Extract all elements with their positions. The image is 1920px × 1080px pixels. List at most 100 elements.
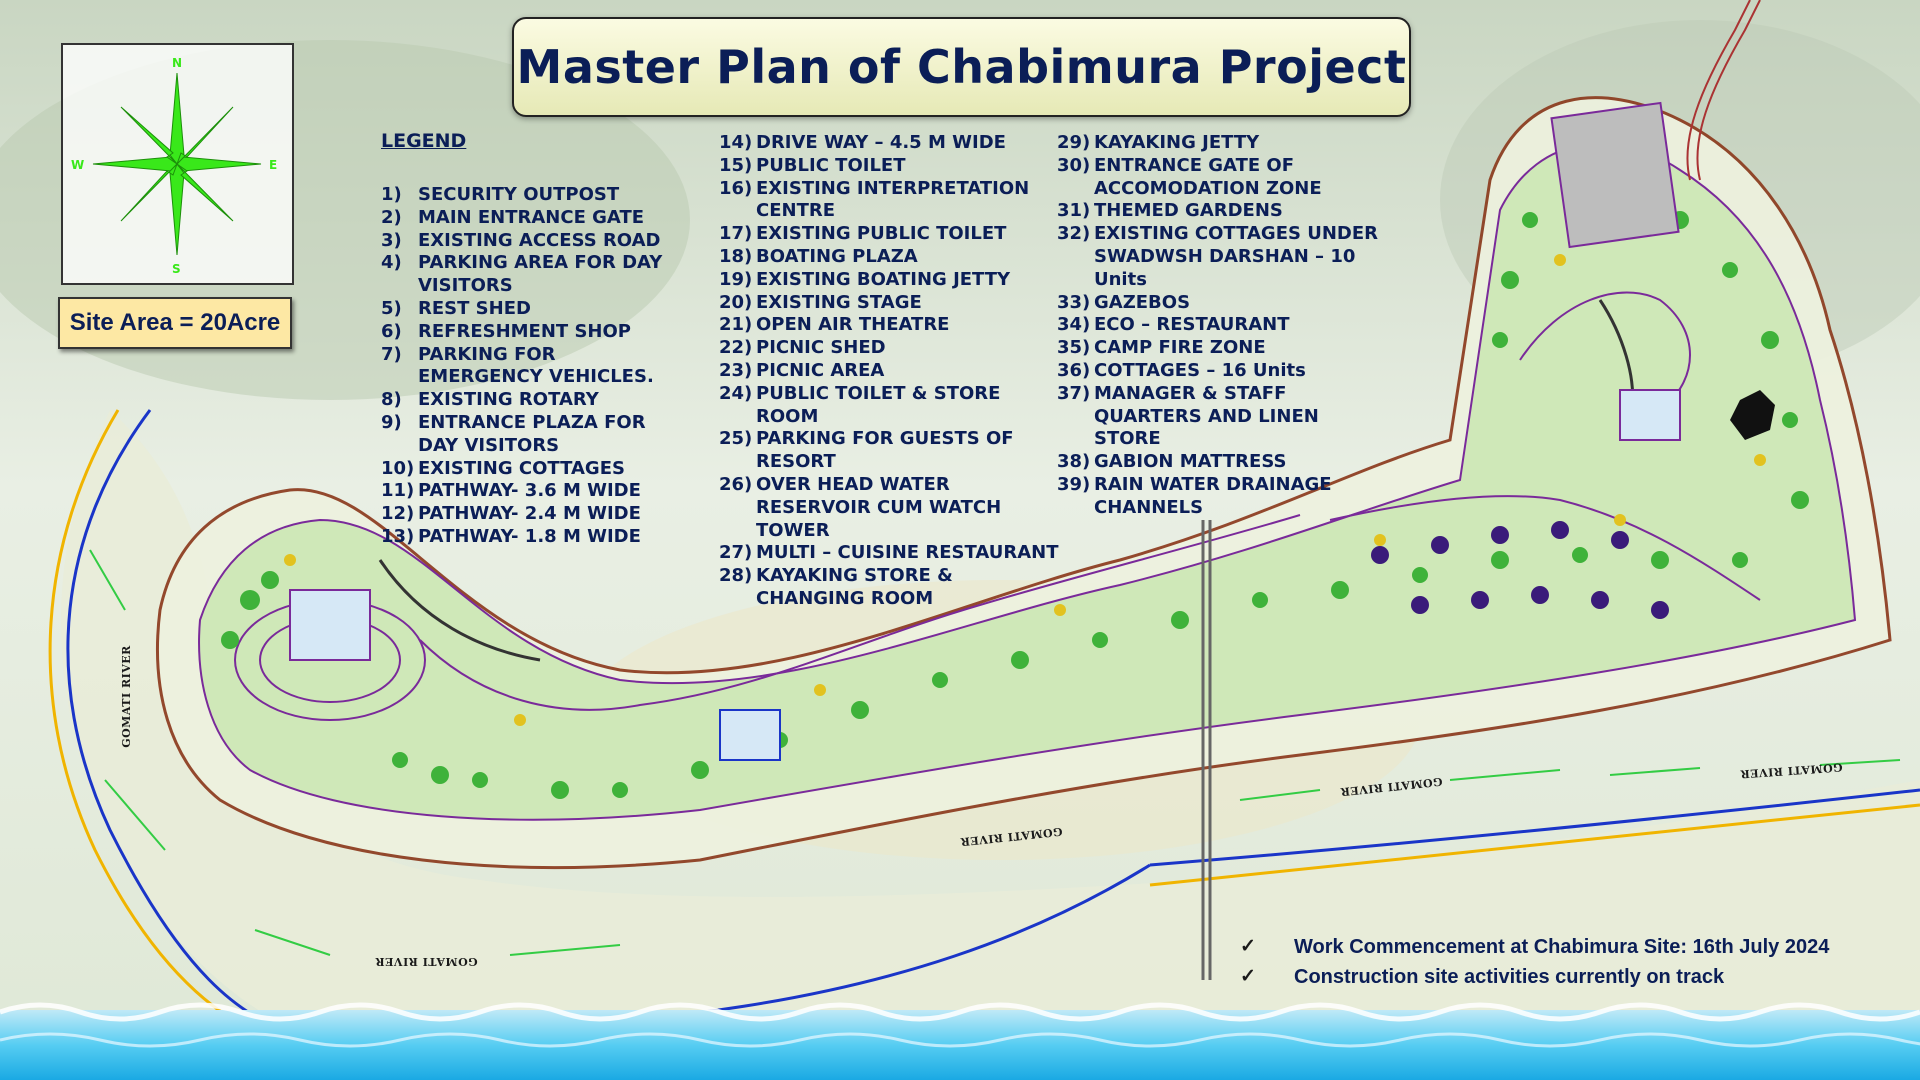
legend-item: 7)PARKING FOR EMERGENCY VEHICLES. xyxy=(381,344,681,390)
legend-item-label: MANAGER & STAFF QUARTERS AND LINEN STORE xyxy=(1094,382,1319,450)
legend-item: 36)COTTAGES – 16 Units xyxy=(1057,360,1387,383)
checkmark-icon: ✓ xyxy=(1240,966,1256,987)
legend-item: 12)PATHWAY- 2.4 M WIDE xyxy=(381,503,681,526)
legend-item-number: 3) xyxy=(381,229,402,251)
note-item: ✓ Work Commencement at Chabimura Site: 16… xyxy=(1240,932,1829,962)
access-road xyxy=(1686,0,1751,181)
legend-item-number: 39) xyxy=(1057,473,1091,495)
legend-item-label: PATHWAY- 1.8 M WIDE xyxy=(418,525,641,547)
wave-crest xyxy=(0,1002,1920,1022)
legend-item-number: 21) xyxy=(719,314,753,336)
legend-item-number: 33) xyxy=(1057,291,1091,313)
river-left-bank-line xyxy=(66,409,301,1037)
legend-item: 17)EXISTING PUBLIC TOILET xyxy=(719,223,1059,246)
legend-item-number: 1) xyxy=(381,184,402,205)
river-label: GOMATI RIVER xyxy=(119,645,133,748)
legend-item: 29)KAYAKING JETTY xyxy=(1057,132,1387,155)
legend-item: 24)PUBLIC TOILET & STORE ROOM xyxy=(719,383,1059,429)
legend-item: 32)EXISTING COTTAGES UNDER SWADWSH DARSH… xyxy=(1057,223,1387,291)
legend-item-number: 6) xyxy=(381,320,402,342)
river-south-bank-line xyxy=(1149,788,1920,867)
legend-item: 30)ENTRANCE GATE OF ACCOMODATION ZONE xyxy=(1057,155,1387,201)
legend-item: 18)BOATING PLAZA xyxy=(719,246,1059,269)
note-item: ✓Construction site activities currently … xyxy=(1240,962,1829,992)
legend-item-label: EXISTING INTERPRETATION CENTRE xyxy=(756,177,1030,222)
legend-item-label: GAZEBOS xyxy=(1094,291,1191,313)
legend-item: 3)EXISTING ACCESS ROAD xyxy=(381,230,681,253)
legend-item-number: 34) xyxy=(1057,314,1091,336)
legend-item: 39)RAIN WATER DRAINAGE CHANNELS xyxy=(1057,474,1387,520)
legend-item: 22)PICNIC SHED xyxy=(719,337,1059,360)
legend-item: 16)EXISTING INTERPRETATION CENTRE xyxy=(719,178,1059,224)
legend-item-label: EXISTING PUBLIC TOILET xyxy=(756,223,1007,245)
legend-item-label: ENTRANCE GATE OF ACCOMODATION ZONE xyxy=(1094,154,1322,199)
legend-item: 23)PICNIC AREA xyxy=(719,360,1059,383)
legend-item: 15)PUBLIC TOILET xyxy=(719,155,1059,178)
legend-item: 38)GABION MATTRESS xyxy=(1057,451,1387,474)
legend-item-number: 19) xyxy=(719,268,753,290)
svg-text:N: N xyxy=(172,56,182,70)
eco-restaurant-block xyxy=(1730,390,1775,440)
legend-item-number: 8) xyxy=(381,389,402,411)
legend-item-label: ECO – RESTAURANT xyxy=(1094,314,1290,336)
legend-item-label: EXISTING COTTAGES xyxy=(418,457,625,479)
legend-item: 6)REFRESHMENT SHOP xyxy=(381,321,681,344)
legend-item: 26)OVER HEAD WATER RESERVOIR CUM WATCH T… xyxy=(719,474,1059,542)
legend-item: 34)ECO – RESTAURANT xyxy=(1057,314,1387,337)
legend-item-number: 32) xyxy=(1057,223,1091,245)
legend-item-number: 27) xyxy=(719,542,753,564)
legend-item-number: 25) xyxy=(719,428,753,450)
legend-item: 8)EXISTING ROTARY xyxy=(381,389,681,412)
legend-item-number: 31) xyxy=(1057,200,1091,222)
legend-item-label: PATHWAY- 2.4 M WIDE xyxy=(418,503,641,525)
note-text: Work Commencement at Chabimura Site: 16t… xyxy=(1294,936,1830,958)
legend-item-label: DRIVE WAY – 4.5 M WIDE xyxy=(756,132,1006,153)
legend-item-number: 5) xyxy=(381,297,402,319)
legend-item: 19)EXISTING BOATING JETTY xyxy=(719,269,1059,292)
legend-item-number: 38) xyxy=(1057,451,1091,473)
legend-item-number: 29) xyxy=(1057,132,1091,153)
legend-item: 20)EXISTING STAGE xyxy=(719,292,1059,315)
legend-item-label: BOATING PLAZA xyxy=(756,245,918,267)
legend-item: 33)GAZEBOS xyxy=(1057,292,1387,315)
legend-item-number: 14) xyxy=(719,132,753,153)
legend-item-label: ENTRANCE PLAZA FOR DAY VISITORS xyxy=(418,411,646,456)
legend-item: 21)OPEN AIR THEATRE xyxy=(719,314,1059,337)
legend-item-label: KAYAKING JETTY xyxy=(1094,132,1260,153)
legend-item-number: 36) xyxy=(1057,359,1091,381)
legend-item-number: 10) xyxy=(381,457,415,479)
site-area-badge: Site Area = 20Acre xyxy=(58,297,292,349)
legend-item-number: 37) xyxy=(1057,382,1091,404)
legend-item-label: PICNIC AREA xyxy=(756,359,885,381)
legend-item-number: 28) xyxy=(719,565,753,587)
legend-item-number: 22) xyxy=(719,337,753,359)
legend-item-number: 9) xyxy=(381,411,402,433)
legend-item-label: SECURITY OUTPOST xyxy=(418,184,620,205)
legend-item-label: PARKING FOR EMERGENCY VEHICLES. xyxy=(418,343,654,388)
river-band xyxy=(61,410,1920,1040)
legend-item: 37)MANAGER & STAFF QUARTERS AND LINEN ST… xyxy=(1057,383,1387,451)
legend-item-number: 12) xyxy=(381,503,415,525)
river-label: GOMATI RIVER xyxy=(375,955,478,968)
page-title: Master Plan of Chabimura Project xyxy=(516,40,1407,94)
legend-item-label: EXISTING STAGE xyxy=(756,291,922,313)
legend-item-number: 20) xyxy=(719,291,753,313)
legend-item-number: 23) xyxy=(719,359,753,381)
legend-item: 10)EXISTING COTTAGES xyxy=(381,458,681,481)
legend-item: 5) REST SHED xyxy=(381,298,681,321)
legend-item: 31)THEMED GARDENS xyxy=(1057,200,1387,223)
legend-item-number: 2) xyxy=(381,206,402,228)
legend-item-label: PATHWAY- 3.6 M WIDE xyxy=(418,480,641,502)
legend-item-label: REST SHED xyxy=(418,297,531,319)
legend-item-label: MULTI – CUISINE RESTAURANT xyxy=(756,542,1059,564)
legend-item-label: RAIN WATER DRAINAGE CHANNELS xyxy=(1094,473,1332,518)
legend-item-label: GABION MATTRESS xyxy=(1094,451,1287,473)
legend-item-number: 18) xyxy=(719,245,753,267)
legend-item: 4)PARKING AREA FOR DAY VISITORS xyxy=(381,252,681,298)
legend-item: 9) ENTRANCE PLAZA FOR DAY VISITORS xyxy=(381,412,681,458)
checkmark-icon: ✓ xyxy=(1240,936,1256,957)
svg-text:W: W xyxy=(71,158,84,172)
